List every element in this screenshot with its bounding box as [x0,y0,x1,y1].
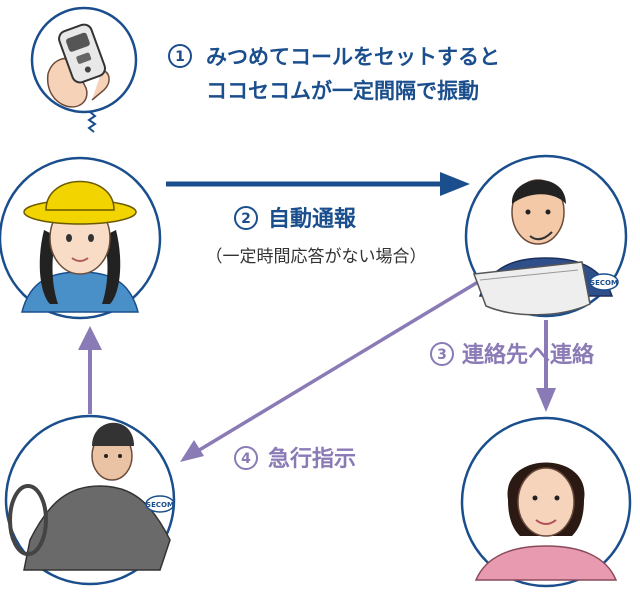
monitor-icon [472,261,591,316]
step4-label: 4 急行指示 [234,446,356,472]
step1-label: 1 みつめてコールをセットすると ココセコムが一定間隔で振動 [168,44,500,103]
guard-figure: SECOM [23,422,175,571]
operator-badge-label: SECOM [590,279,618,287]
step1-number-badge [168,44,192,68]
step2-label: 2 自動通報 （一定時間応答がない場合） [206,206,427,267]
step3-number: 3 [437,347,447,363]
arrow-auto-report-head [440,172,470,196]
step1-line2: ココセコムが一定間隔で振動 [206,79,479,103]
step1-line1: みつめてコールをセットすると [206,45,500,69]
step4-number: 4 [241,451,251,467]
child-circle [0,156,162,320]
step4-title: 急行指示 [268,446,356,472]
step3-title: 連絡先へ連絡 [462,342,595,368]
contact-circle [460,416,632,588]
guard-circle: SECOM [4,414,176,586]
arrow-guard-to-child-head [78,326,102,350]
step2-title: 自動通報 [268,206,357,232]
step2-note: （一定時間応答がない場合） [206,247,427,267]
contact-person-figure [474,462,618,581]
step1-number: 1 [175,49,185,65]
arrow-dispatch-head [180,440,204,462]
arrow-contact-head [536,388,556,412]
yellow-hat-icon [23,180,137,225]
step2-number: 2 [241,211,251,227]
step4-number-badge [234,446,258,470]
guard-badge-label: SECOM [146,501,174,509]
vibration-line [87,111,97,133]
step3-number-badge [430,342,454,366]
steering-wheel-icon [8,484,48,556]
cocosecom-device-icon [58,23,106,84]
device-circle [30,6,138,114]
step2-number-badge [234,206,258,230]
arrow-dispatch [195,280,479,454]
step3-label: 3 連絡先へ連絡 [430,342,595,368]
operator-circle: SECOM [464,154,628,318]
